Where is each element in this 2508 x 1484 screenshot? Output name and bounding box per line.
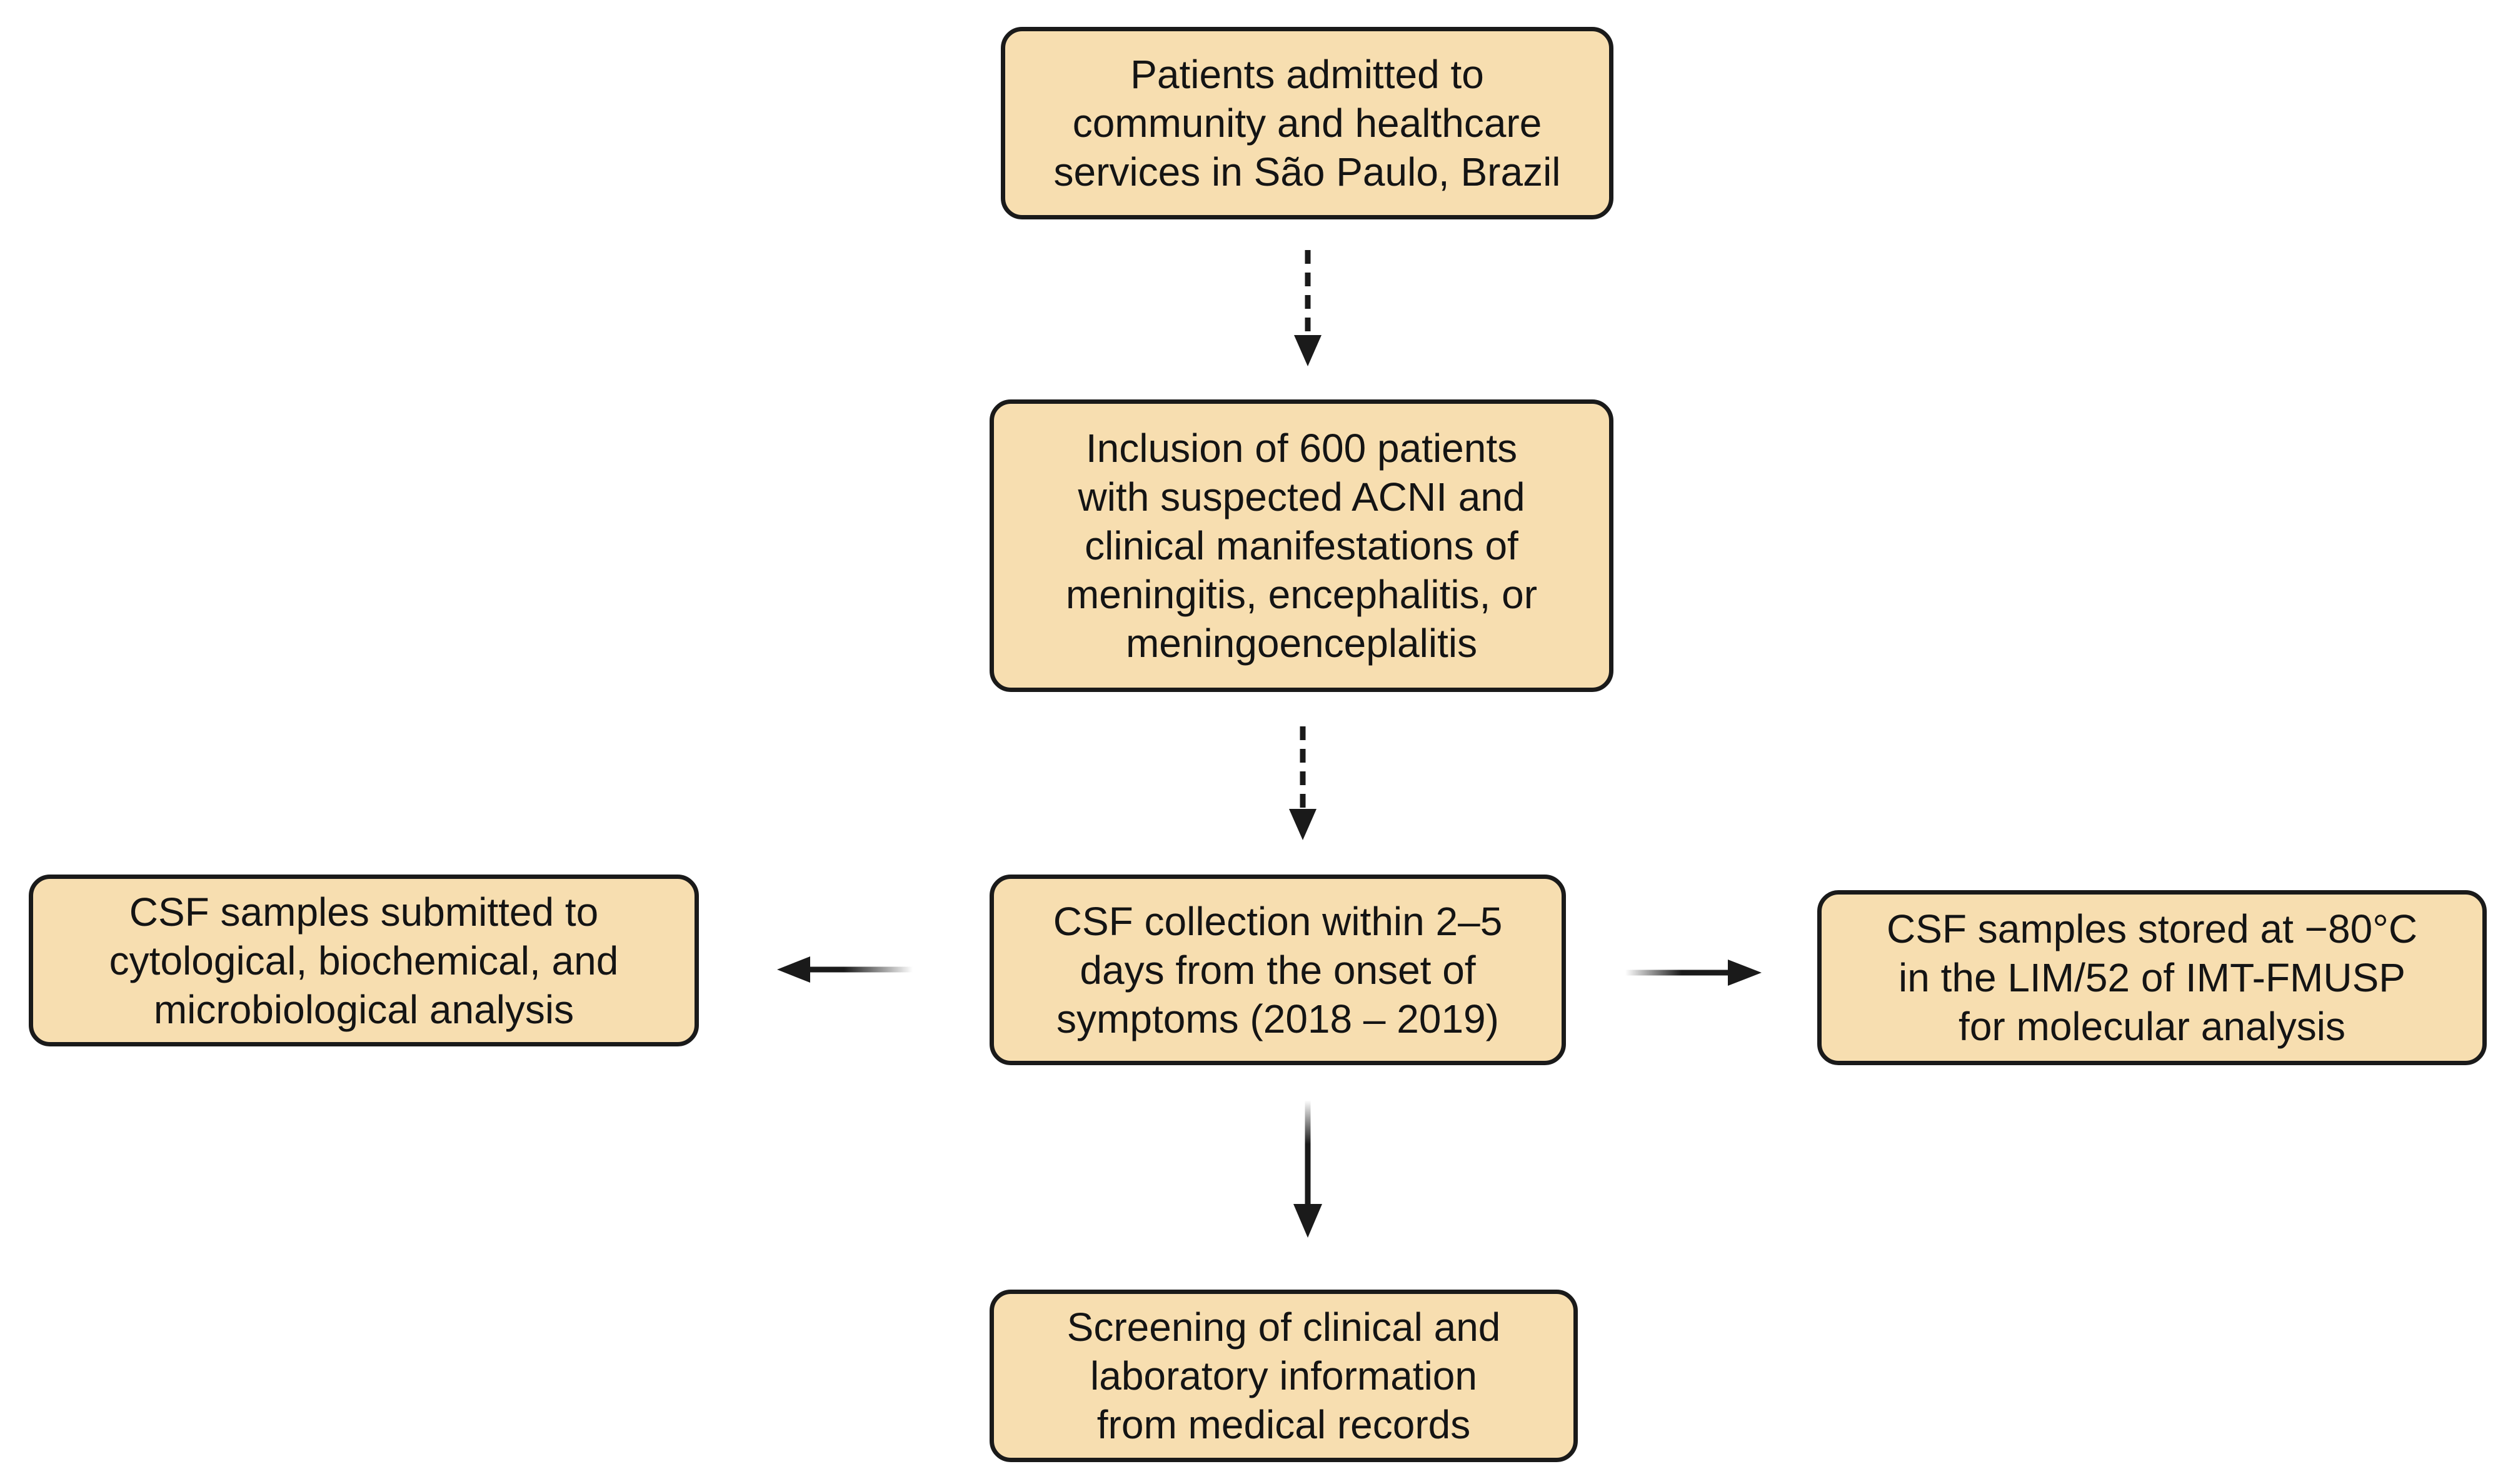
dashed-arrow-admitted-to-inclusion bbox=[1294, 250, 1322, 366]
arrow-collection-to-analysis bbox=[777, 956, 913, 983]
node-csf-stored: CSF samples stored at −80°C in the LIM/5… bbox=[1817, 890, 2487, 1065]
node-text-line: Screening of clinical and bbox=[1066, 1305, 1501, 1350]
node-text-line: with suspected ACNI and bbox=[1078, 474, 1525, 519]
node-csf-analysis: CSF samples submitted to cytological, bi… bbox=[29, 875, 699, 1046]
node-screening-text: Screening of clinical and laboratory inf… bbox=[1067, 1303, 1501, 1449]
node-text-line: meningitis, encephalitis, or bbox=[1065, 572, 1538, 617]
node-text-line: symptoms (2018 – 2019) bbox=[1056, 996, 1499, 1041]
node-text-line: in the LIM/52 of IMT-FMUSP bbox=[1899, 955, 2405, 1000]
dashed-arrow-inclusion-to-collection bbox=[1289, 726, 1317, 840]
node-csf-analysis-text: CSF samples submitted to cytological, bi… bbox=[109, 888, 619, 1034]
node-text-line: services in São Paulo, Brazil bbox=[1053, 149, 1561, 194]
node-text-line: CSF samples submitted to bbox=[129, 889, 599, 935]
node-text-line: CSF samples stored at −80°C bbox=[1886, 906, 2418, 951]
node-csf-collection: CSF collection within 2–5 days from the … bbox=[990, 875, 1566, 1065]
node-inclusion-text: Inclusion of 600 patients with suspected… bbox=[1066, 424, 1537, 668]
node-screening: Screening of clinical and laboratory inf… bbox=[990, 1290, 1578, 1462]
arrow-collection-to-stored bbox=[1625, 960, 1762, 986]
node-text-line: community and healthcare bbox=[1072, 101, 1542, 146]
node-patients-admitted-text: Patients admitted to community and healt… bbox=[1053, 50, 1560, 196]
node-text-line: clinical manifestations of bbox=[1085, 523, 1518, 568]
node-text-line: cytological, biochemical, and bbox=[109, 938, 619, 983]
node-patients-admitted: Patients admitted to community and healt… bbox=[1001, 27, 1613, 219]
node-text-line: Patients admitted to bbox=[1130, 52, 1484, 97]
node-text-line: microbiological analysis bbox=[153, 986, 574, 1032]
node-csf-collection-text: CSF collection within 2–5 days from the … bbox=[1053, 897, 1503, 1043]
node-text-line: meningoenceplalitis bbox=[1125, 621, 1478, 666]
node-text-line: laboratory information bbox=[1090, 1353, 1477, 1398]
node-text-line: from medical records bbox=[1096, 1402, 1471, 1447]
node-text-line: CSF collection within 2–5 bbox=[1053, 898, 1503, 944]
node-text-line: Inclusion of 600 patients bbox=[1085, 426, 1518, 471]
node-csf-stored-text: CSF samples stored at −80°C in the LIM/5… bbox=[1887, 905, 2417, 1051]
arrow-collection-to-screening bbox=[1293, 1100, 1322, 1238]
node-text-line: days from the onset of bbox=[1080, 947, 1476, 993]
node-text-line: for molecular analysis bbox=[1959, 1004, 2345, 1049]
node-inclusion: Inclusion of 600 patients with suspected… bbox=[990, 399, 1613, 692]
